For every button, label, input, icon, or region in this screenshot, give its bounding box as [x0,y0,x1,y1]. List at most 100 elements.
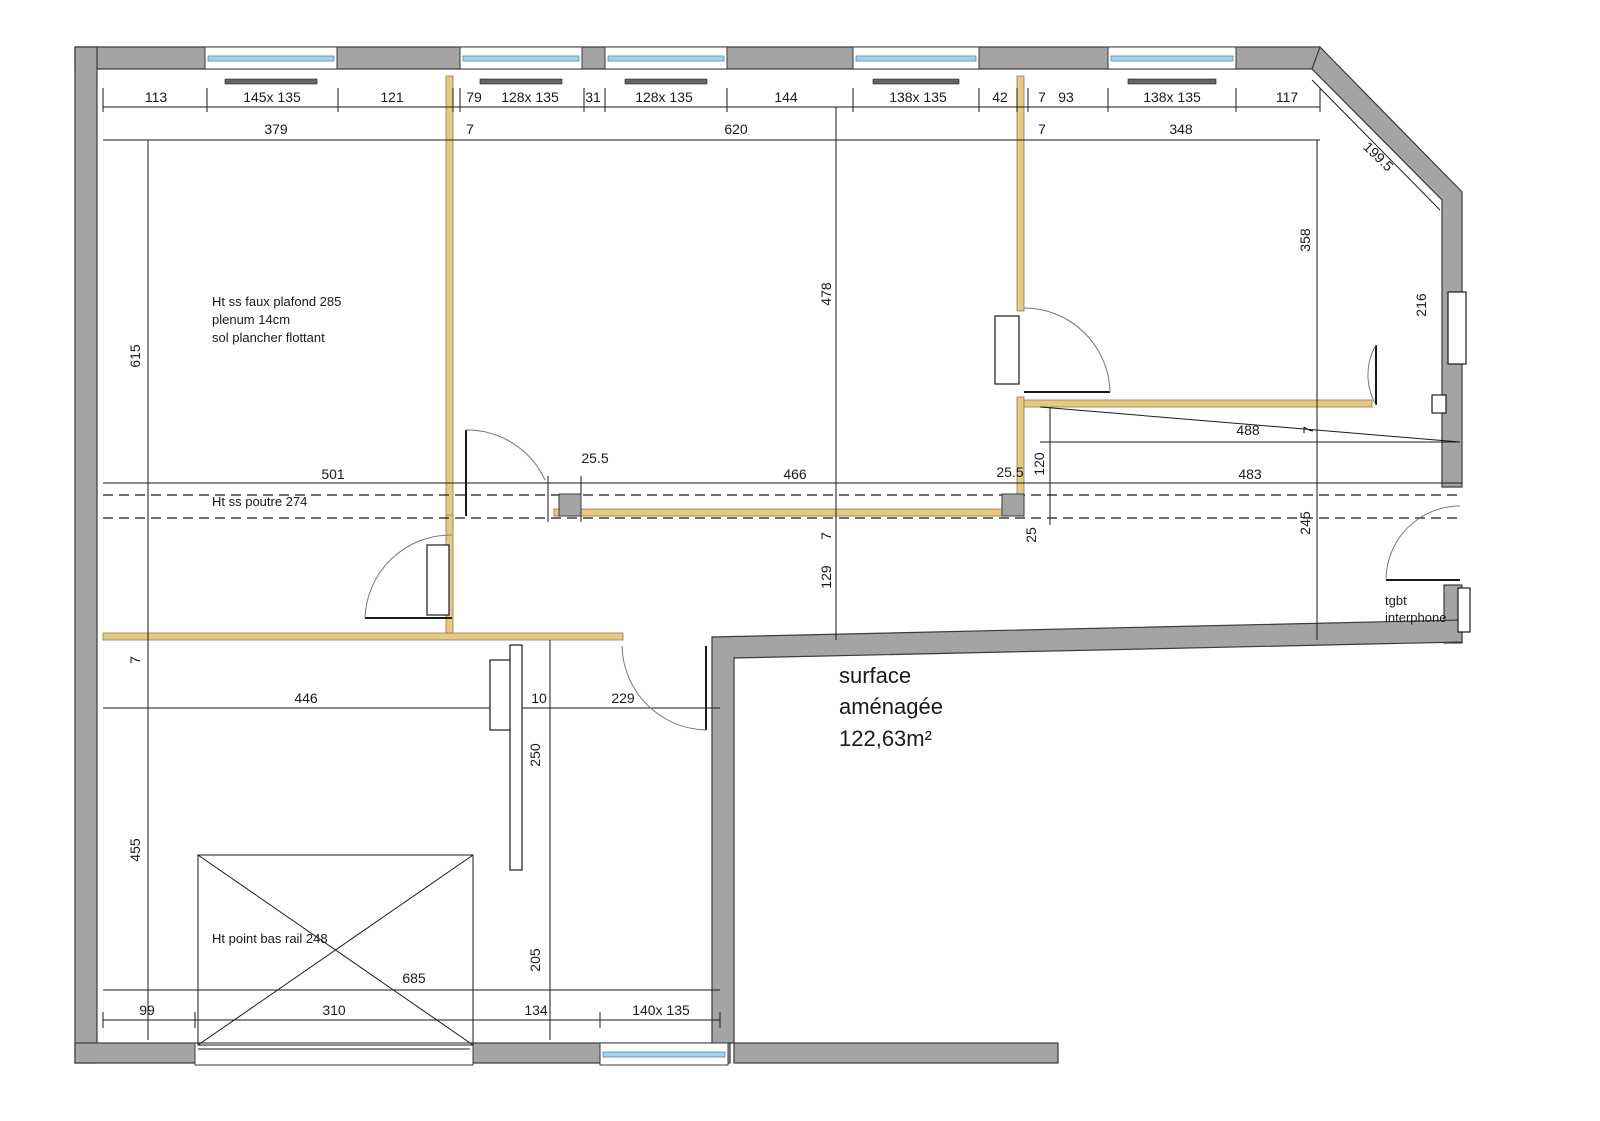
note-rail: Ht point bas rail 248 [212,931,328,946]
radiator-vertical [489,659,513,731]
dim-top-3: 121 [380,89,404,105]
dim-v-7: 7 [127,656,143,664]
note-beam: Ht ss poutre 274 [212,494,307,509]
dim-bottom-3: 134 [524,1002,548,1018]
dim-top-5: 128x 135 [501,89,559,105]
dimension-lines [102,79,1471,1046]
window-glass [607,55,725,62]
dim-room-1: 379 [264,121,288,137]
dim-mid-9: 25 [1023,527,1039,543]
dim-top-12: 93 [1058,89,1074,105]
labels: 113 145x 135 121 79 128x 135 31 128x 135… [127,89,1446,1018]
dim-low-1: 446 [294,690,318,706]
radiator-vertical [1447,291,1467,365]
dim-top-9: 138x 135 [889,89,947,105]
door-1-swing [465,429,546,481]
dim-mid-7: 7 [1300,426,1316,434]
exterior-walls [74,45,1480,1064]
dim-mid-2: 501 [321,466,345,482]
rail-box [197,854,474,1046]
note-panel-2: interphone [1385,610,1446,625]
dim-room-3: 620 [724,121,748,137]
dim-bottom-1: 99 [139,1002,155,1018]
dim-v-2: 478 [818,282,834,306]
dim-mid-3: 466 [783,466,807,482]
door-4-swing [1023,307,1111,393]
radiator-vertical [994,315,1020,385]
surface-area: 122,63m² [839,726,932,751]
note-ceiling-3: sol plancher flottant [212,330,325,345]
dim-v-3: 358 [1297,228,1313,252]
dim-top-11: 7 [1038,89,1046,105]
column-1 [558,493,582,517]
window-glass [855,55,977,62]
radiator [624,78,708,85]
dim-top-8: 144 [774,89,798,105]
dim-bottom-4: 140x 135 [632,1002,690,1018]
partition-horizontal-corridor [553,508,1010,517]
column-2 [1001,493,1025,517]
dim-mid-1: 25.5 [581,450,608,466]
wall-left [74,46,98,1064]
dim-mid-5: 483 [1238,466,1262,482]
dim-top-14: 117 [1276,89,1299,105]
dim-low-2: 10 [531,690,547,706]
surface-label-2: aménagée [839,694,943,719]
dim-v-8: 250 [527,743,543,767]
dim-mid-8: 120 [1031,452,1047,476]
dim-v-6: 129 [818,565,834,589]
dim-room-5: 348 [1169,121,1193,137]
windows [194,46,1237,1066]
radiator [872,78,960,85]
note-panel-1: tgbt [1385,593,1407,608]
radiator-vertical [426,544,450,616]
partition-horizontal-left [102,632,624,641]
partition-vertical-1 [445,75,454,532]
dim-v-9: 205 [527,948,543,972]
note-ceiling-1: Ht ss faux plafond 285 [212,294,341,309]
wall-bottom-right [733,1042,1059,1064]
dim-room-2: 7 [466,121,474,137]
cupboard [509,644,523,871]
dim-line [197,854,474,1046]
socket [1431,394,1447,414]
door-3-swing [621,645,707,731]
window-glass [1110,55,1234,62]
partition-horizontal-right [1023,399,1373,408]
dim-v-5: 245 [1297,511,1313,535]
dim-top-4: 79 [466,89,482,105]
dim-mid-10: 7 [818,532,834,540]
door-5-swing [1367,344,1377,406]
radiator [224,78,318,85]
dim-low-3: 229 [611,690,635,706]
dim-top-10: 42 [992,89,1008,105]
dim-line [1311,79,1441,211]
dim-v-10: 455 [127,838,143,862]
partitions [102,75,1373,641]
dim-line [1039,406,1461,443]
dim-mid-6: 488 [1236,422,1260,438]
door-2-swing [364,534,453,619]
dim-room-4: 7 [1038,121,1046,137]
dim-v-1: 615 [127,344,143,368]
dim-bottom-2: 310 [322,1002,346,1018]
dim-top-7: 128x 135 [635,89,693,105]
exterior-wall [75,47,1480,1063]
door-6-swing [1385,505,1461,581]
dim-top-6: 31 [585,89,601,105]
dim-top-1: 113 [145,89,168,105]
radiator [1127,78,1217,85]
wall-corner-diagonal [1311,45,1463,488]
note-ceiling-2: plenum 14cm [212,312,290,327]
dim-top-13: 138x 135 [1143,89,1201,105]
dim-top-2: 145x 135 [243,89,301,105]
window-glass [462,55,580,62]
wall-hallway-bottom [711,619,1463,1044]
partition-vertical-2 [1016,75,1025,312]
panel [1457,587,1471,633]
dim-low-4: 685 [402,970,426,986]
radiator [479,78,563,85]
dim-v-4: 216 [1413,293,1429,317]
french-window [194,1042,474,1066]
